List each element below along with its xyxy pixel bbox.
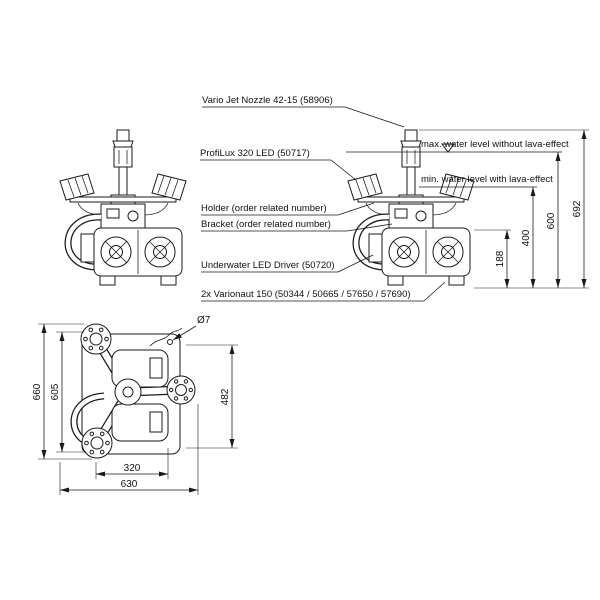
- callout-labels: Vario Jet Nozzle 42-15 (58906) ProfiLux …: [200, 95, 569, 302]
- label-profilux-led: ProfiLux 320 LED (50717): [200, 148, 310, 159]
- height-dimensions: 188 400 600 692: [419, 129, 589, 289]
- label-holder: Holder (order related number): [201, 203, 327, 214]
- label-led-driver: Underwater LED Driver (50720): [201, 260, 335, 271]
- dim-label-plan-inner-height: 605: [50, 383, 61, 400]
- label-varionaut-pumps: 2x Varionaut 150 (50344 / 50665 / 57650 …: [201, 289, 411, 300]
- dim-label-plan-lamp-span: 482: [220, 388, 231, 405]
- label-min-water-level: min. water level with lava-effect: [421, 174, 553, 185]
- dim-label-plan-inner-width: 320: [124, 463, 141, 474]
- plan-dimensions: 660 605 482 320 630 Ø7: [32, 315, 238, 495]
- side-view-left: [60, 130, 186, 285]
- water-level-lines: [346, 143, 562, 188]
- dim-label-plan-outer-height: 660: [32, 383, 43, 400]
- dim-label-max-water-height: 600: [546, 212, 557, 229]
- top-view: [70, 323, 196, 459]
- dim-label-plan-outer-width: 630: [121, 479, 138, 490]
- label-bracket: Bracket (order related number): [201, 219, 331, 230]
- dim-label-min-water-height: 400: [521, 229, 532, 246]
- dim-label-overall-height: 692: [572, 200, 583, 217]
- side-view-right: [348, 130, 474, 285]
- dim-label-unit-height: 188: [495, 250, 506, 267]
- dim-label-hole-diameter: Ø7: [197, 315, 211, 326]
- label-max-water-level: max. water level without lava-effect: [421, 139, 569, 150]
- label-vario-jet-nozzle: Vario Jet Nozzle 42-15 (58906): [202, 95, 333, 106]
- mounting-hole: [167, 339, 173, 345]
- water-level-symbol: [441, 143, 455, 153]
